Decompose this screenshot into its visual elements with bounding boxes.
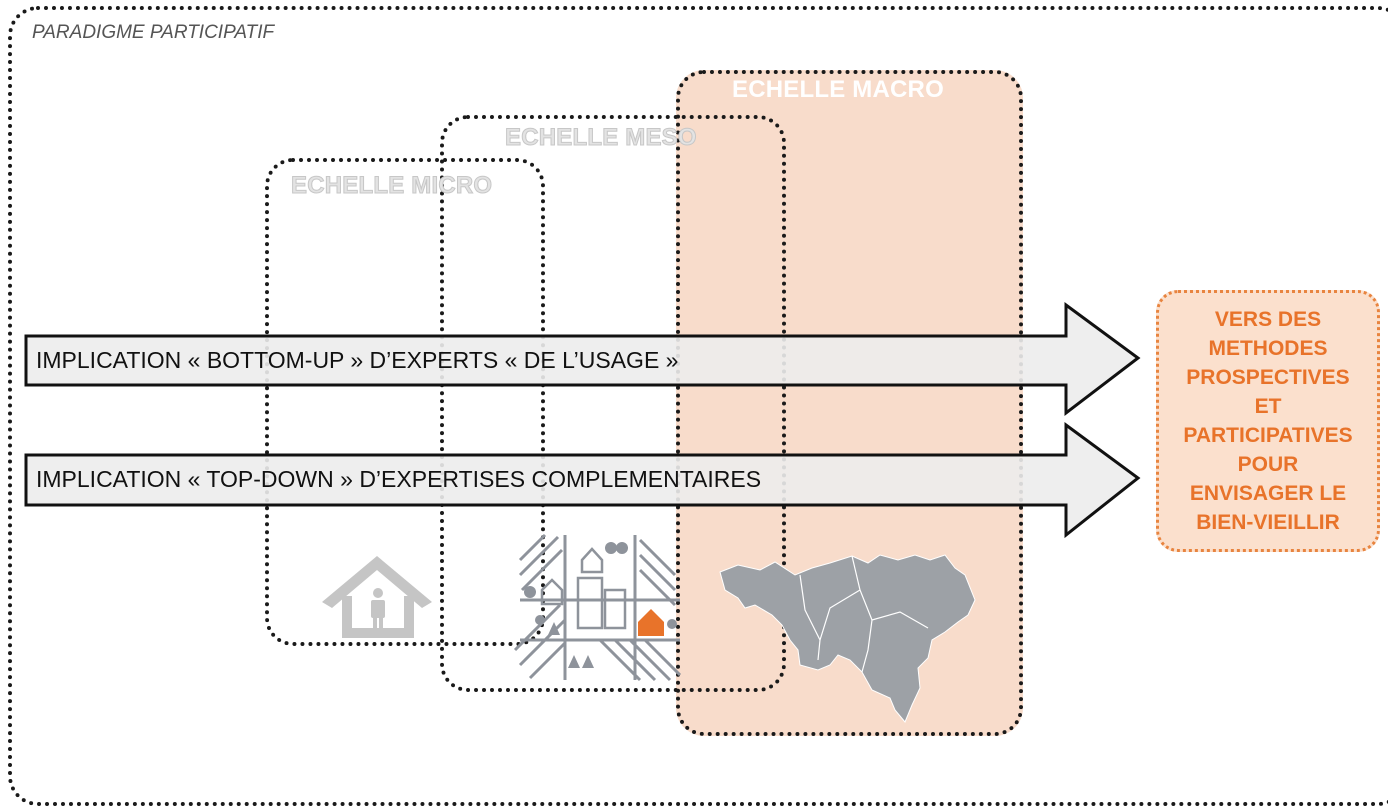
neighborhood-map-icon [513, 533, 682, 682]
outcome-line: VERS DES [1214, 308, 1322, 331]
outcome-text: VERS DES METHODES PROSPECTIVES ET PARTIC… [1159, 305, 1377, 537]
macro-scale-label: ECHELLE MACRO [732, 76, 944, 103]
outcome-line: ET [1254, 395, 1282, 418]
paradigm-label: PARADIGME PARTICIPATIF [32, 22, 275, 43]
meso-scale-label: ECHELLE MESO [505, 124, 698, 152]
outcome-line: METHODES [1208, 337, 1328, 360]
meso-scale-box [440, 115, 786, 692]
house-person-icon [322, 556, 432, 638]
top-down-arrow-label: IMPLICATION « TOP-DOWN » D’EXPERTISES CO… [36, 466, 762, 492]
outcome-line: PROSPECTIVES [1186, 366, 1350, 389]
region-map-icon [719, 554, 976, 723]
scale-icons [322, 533, 976, 723]
outcome-line: ENVISAGER LE [1189, 482, 1347, 505]
outcome-line: PARTICIPATIVES [1183, 424, 1353, 447]
outcome-line: BIEN-VIEILLIR [1196, 511, 1340, 534]
highlight-house-icon [638, 609, 664, 636]
arrows-layer [24, 302, 1141, 539]
outcome-box: VERS DES METHODES PROSPECTIVES ET PARTIC… [1156, 290, 1380, 552]
neighborhood-trees [524, 542, 677, 668]
bottom-up-arrow [24, 302, 1141, 417]
top-down-arrow [24, 422, 1141, 539]
bottom-up-arrow-label: IMPLICATION « BOTTOM-UP » D’EXPERTS « DE… [36, 347, 679, 373]
outcome-line: POUR [1237, 453, 1299, 476]
micro-scale-box [265, 158, 545, 646]
micro-scale-label: ECHELLE MICRO [290, 172, 493, 200]
